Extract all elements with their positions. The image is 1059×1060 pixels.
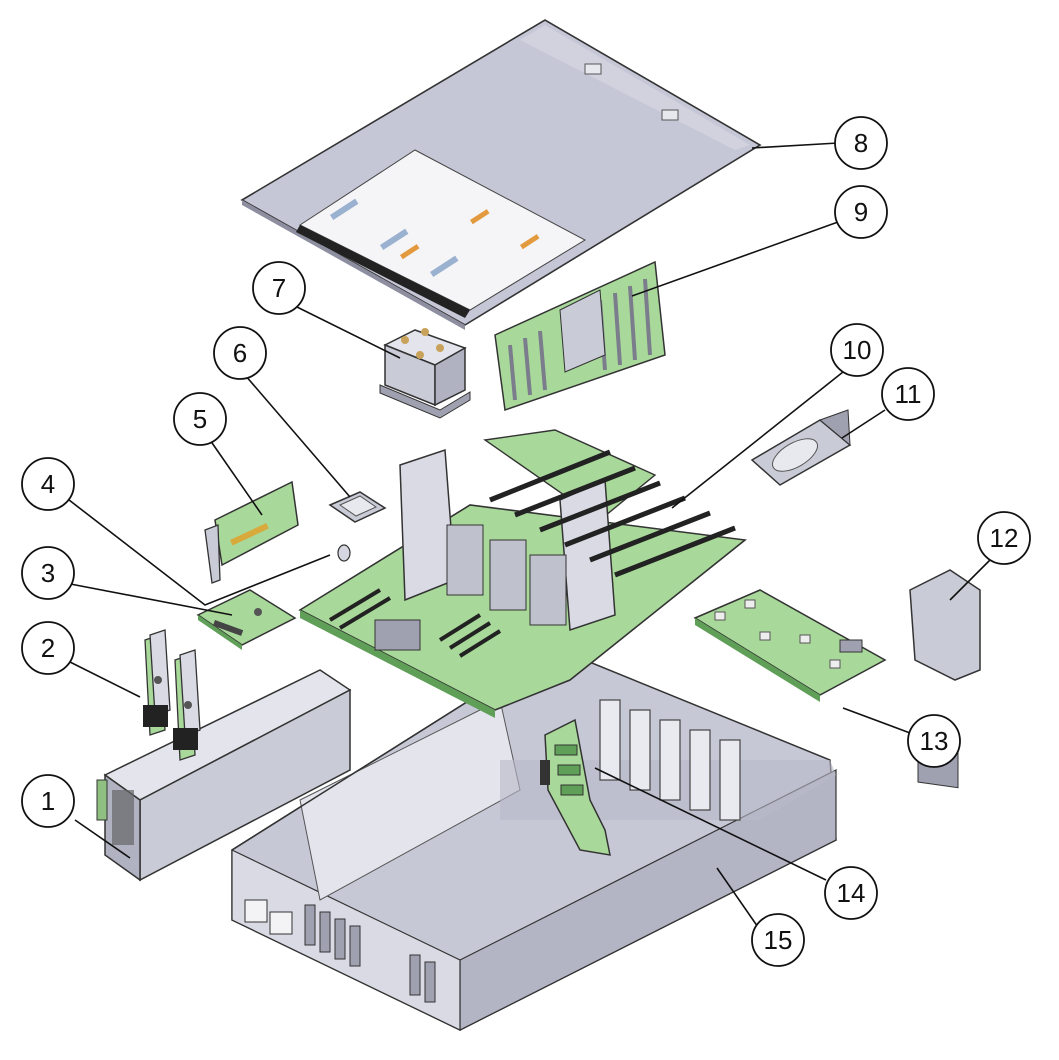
callout-4: 4 <box>21 457 75 511</box>
memory-riser <box>494 260 666 412</box>
processor <box>328 491 387 523</box>
callout-8: 8 <box>834 116 888 170</box>
callout-12: 12 <box>977 511 1031 565</box>
svg-text:7: 7 <box>272 273 286 303</box>
callout-5: 5 <box>173 392 227 446</box>
svg-text:4: 4 <box>41 469 55 499</box>
drive-backplane-connectors <box>143 629 201 761</box>
battery <box>337 544 351 562</box>
callout-2: 2 <box>21 621 75 675</box>
top-cover <box>240 19 762 330</box>
callout-15: 15 <box>751 913 805 967</box>
callout-14: 14 <box>824 866 878 920</box>
callout-9: 9 <box>834 185 888 239</box>
callout-7: 7 <box>252 261 306 315</box>
leader-lines <box>59 142 991 931</box>
callout-13: 13 <box>907 714 961 768</box>
heatsink <box>379 328 471 419</box>
power-supply <box>96 669 352 882</box>
callout-3: 3 <box>21 546 75 600</box>
disk-backplane <box>540 718 611 856</box>
svg-text:8: 8 <box>854 128 868 158</box>
callout-11: 11 <box>881 367 935 421</box>
svg-text:3: 3 <box>41 558 55 588</box>
chassis <box>231 649 837 1031</box>
svg-text:9: 9 <box>854 197 868 227</box>
svg-text:2: 2 <box>41 633 55 663</box>
svg-text:13: 13 <box>920 726 949 756</box>
callout-1: 1 <box>21 774 75 828</box>
small-module-board <box>196 589 297 650</box>
io-board <box>693 589 887 702</box>
svg-text:11: 11 <box>895 379 922 409</box>
svg-text:1: 1 <box>41 786 55 816</box>
pcie-card <box>204 480 299 584</box>
hard-drive <box>750 409 852 486</box>
svg-text:14: 14 <box>837 878 866 908</box>
motherboard <box>298 429 747 718</box>
svg-text:6: 6 <box>233 338 247 368</box>
callout-10: 10 <box>830 323 884 377</box>
callout-6: 6 <box>213 326 267 380</box>
svg-text:5: 5 <box>193 404 207 434</box>
svg-text:10: 10 <box>843 335 872 365</box>
svg-text:12: 12 <box>990 523 1019 553</box>
svg-text:15: 15 <box>764 925 793 955</box>
